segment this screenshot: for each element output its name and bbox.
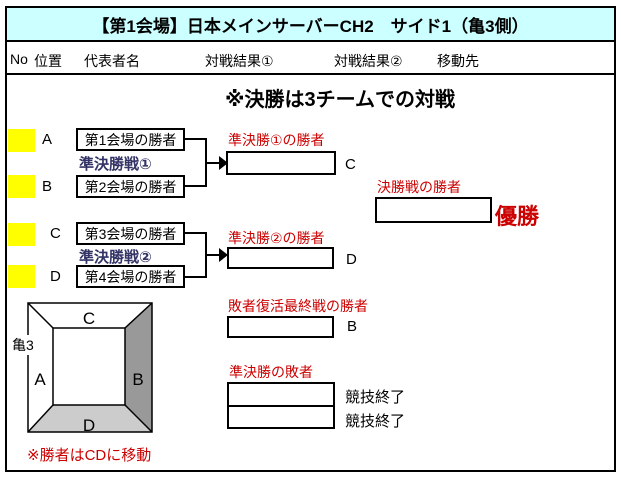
- title-bar: 【第1会場】日本メインサーバーCH2 サイド1（亀3側）: [5, 6, 616, 42]
- semifinal-loser-box-2[interactable]: [227, 405, 335, 429]
- arena-diagonal-tl: [27, 302, 54, 329]
- semifinal2-destination-letter: D: [346, 251, 357, 268]
- column-header-representative: 代表者名: [84, 53, 140, 69]
- semifinal2-label: 準決勝戦②: [79, 249, 152, 266]
- revival-winner-box[interactable]: [227, 316, 334, 338]
- finals-note: ※決勝は3チームでの対戦: [225, 89, 455, 111]
- semifinal2-winner-box[interactable]: [227, 247, 334, 269]
- loser1-status: 競技終了: [345, 389, 406, 406]
- champion-label: 優勝: [495, 204, 540, 229]
- semifinal2-winner-label: 準決勝②の勝者: [228, 230, 325, 246]
- revival-winner-label: 敗者復活最終戦の勝者: [228, 298, 368, 314]
- team-box-venue3[interactable]: 第3会場の勝者: [76, 222, 185, 245]
- highlight-cell-a[interactable]: [8, 129, 35, 152]
- arena-side-right-label: B: [132, 370, 143, 389]
- semifinal-losers-label: 準決勝の敗者: [229, 364, 313, 380]
- highlight-cell-c[interactable]: [8, 223, 35, 246]
- arena-outer-square: [27, 302, 153, 433]
- arena-side-bottom-label: D: [83, 416, 95, 435]
- team-box-venue1[interactable]: 第1会場の勝者: [76, 128, 185, 151]
- slot-letter-a: A: [42, 131, 53, 148]
- highlight-cell-d[interactable]: [8, 265, 35, 288]
- semifinal1-winner-box[interactable]: [226, 151, 336, 175]
- slot-letter-c: C: [50, 225, 61, 242]
- column-header-row: [5, 42, 616, 75]
- arena-side-left-label: A: [34, 370, 46, 389]
- arena-diagram: C A B D: [27, 302, 153, 435]
- team-box-venue2[interactable]: 第2会場の勝者: [76, 175, 185, 198]
- column-header-result2: 対戦結果②: [334, 53, 403, 69]
- arena-diagonal-tr: [124, 302, 153, 329]
- final-winner-box[interactable]: [375, 197, 492, 223]
- arena-diagonal-bl: [27, 404, 54, 433]
- slot-letter-d: D: [50, 268, 61, 285]
- arena-inner-square: [52, 327, 126, 406]
- slot-letter-b: B: [42, 178, 53, 195]
- loser2-status: 競技終了: [345, 413, 406, 430]
- column-header-result1: 対戦結果①: [205, 53, 274, 69]
- highlight-cell-b[interactable]: [8, 175, 35, 198]
- semifinal1-winner-label: 準決勝①の勝者: [228, 132, 325, 148]
- semifinal-loser-box-1[interactable]: [227, 382, 335, 407]
- arena-name-label: 亀3: [11, 335, 35, 355]
- semifinal1-label: 準決勝戦①: [79, 156, 152, 173]
- team-box-venue4[interactable]: 第4会場の勝者: [76, 265, 185, 288]
- arena-bottom-panel: [28, 405, 152, 432]
- winner-move-footnote: ※勝者はCDに移動: [27, 447, 152, 464]
- page-title: 【第1会場】日本メインサーバーCH2 サイド1（亀3側）: [92, 16, 529, 36]
- column-header-destination: 移動先: [437, 53, 479, 69]
- semifinal1-destination-letter: C: [345, 156, 356, 173]
- final-winner-label: 決勝戦の勝者: [377, 179, 461, 195]
- arena-right-panel: [125, 303, 152, 432]
- revival-destination-letter: B: [347, 318, 358, 335]
- column-header-no: No: [10, 51, 28, 67]
- arena-side-top-label: C: [83, 309, 95, 328]
- column-header-position: 位置: [34, 53, 62, 69]
- arena-diagonal-br: [124, 404, 153, 433]
